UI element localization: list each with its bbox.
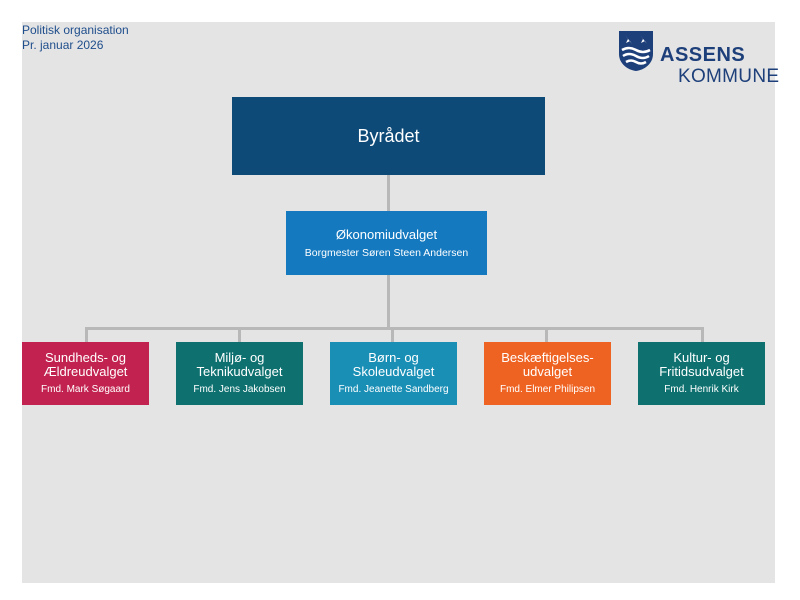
node-title-line1: Kultur- og: [673, 350, 730, 365]
node-title-line1: Sundheds- og: [45, 350, 126, 365]
node-title-line2: Skoleudvalget: [352, 364, 435, 379]
node-chair: Borgmester Søren Steen Andersen: [304, 246, 469, 259]
node-chair: Fmd. Henrik Kirk: [664, 384, 739, 395]
node-chair: Fmd. Jens Jakobsen: [193, 384, 286, 395]
assens-kommune-logo: ASSENS KOMMUNE: [618, 30, 780, 87]
org-node-sundhed: Sundheds- og Ældreudvalget Fmd. Mark Søg…: [22, 342, 149, 405]
logo-name-line1: ASSENS: [660, 44, 746, 66]
connector-bus: [85, 327, 704, 330]
logo-name-line2: KOMMUNE: [678, 66, 780, 87]
node-chair: Fmd. Elmer Philipsen: [499, 384, 596, 395]
org-node-byraadet: Byrådet: [232, 97, 545, 175]
header-title: Politisk organisation: [22, 23, 129, 37]
org-node-boern: Børn- og Skoleudvalget Fmd. Jeanette San…: [330, 342, 457, 405]
node-chair: Fmd. Jeanette Sandberg: [338, 384, 449, 395]
node-title-line1: Miljø- og: [214, 350, 265, 365]
node-title-line2: udvalget: [522, 364, 573, 379]
connector-child-1: [85, 327, 88, 342]
connector-child-2: [238, 327, 241, 342]
node-title: Økonomiudvalget: [335, 226, 438, 242]
header-date: Pr. januar 2026: [22, 38, 104, 52]
connector-child-4: [545, 327, 548, 342]
node-title-line1: Beskæftigelses-: [501, 350, 594, 365]
node-title: Byrådet: [357, 125, 420, 146]
org-node-beskaeftigelse: Beskæftigelses- udvalget Fmd. Elmer Phil…: [484, 342, 611, 405]
connector-child-3: [391, 327, 394, 342]
node-chair: Fmd. Mark Søgaard: [41, 384, 130, 395]
connector-top-mid: [387, 175, 390, 211]
node-title-line2: Ældreudvalget: [43, 364, 128, 379]
connector-child-5: [701, 327, 704, 342]
node-title-line2: Teknikudvalget: [196, 364, 283, 379]
connector-mid-bus: [387, 275, 390, 329]
node-title-line2: Fritidsudvalget: [659, 364, 744, 379]
node-title-line1: Børn- og: [368, 350, 419, 365]
coat-of-arms-icon: [619, 31, 653, 71]
org-node-miljoe: Miljø- og Teknikudvalget Fmd. Jens Jakob…: [176, 342, 303, 405]
org-node-kultur: Kultur- og Fritidsudvalget Fmd. Henrik K…: [638, 342, 765, 405]
org-node-oekonomiudvalget: Økonomiudvalget Borgmester Søren Steen A…: [286, 211, 487, 275]
